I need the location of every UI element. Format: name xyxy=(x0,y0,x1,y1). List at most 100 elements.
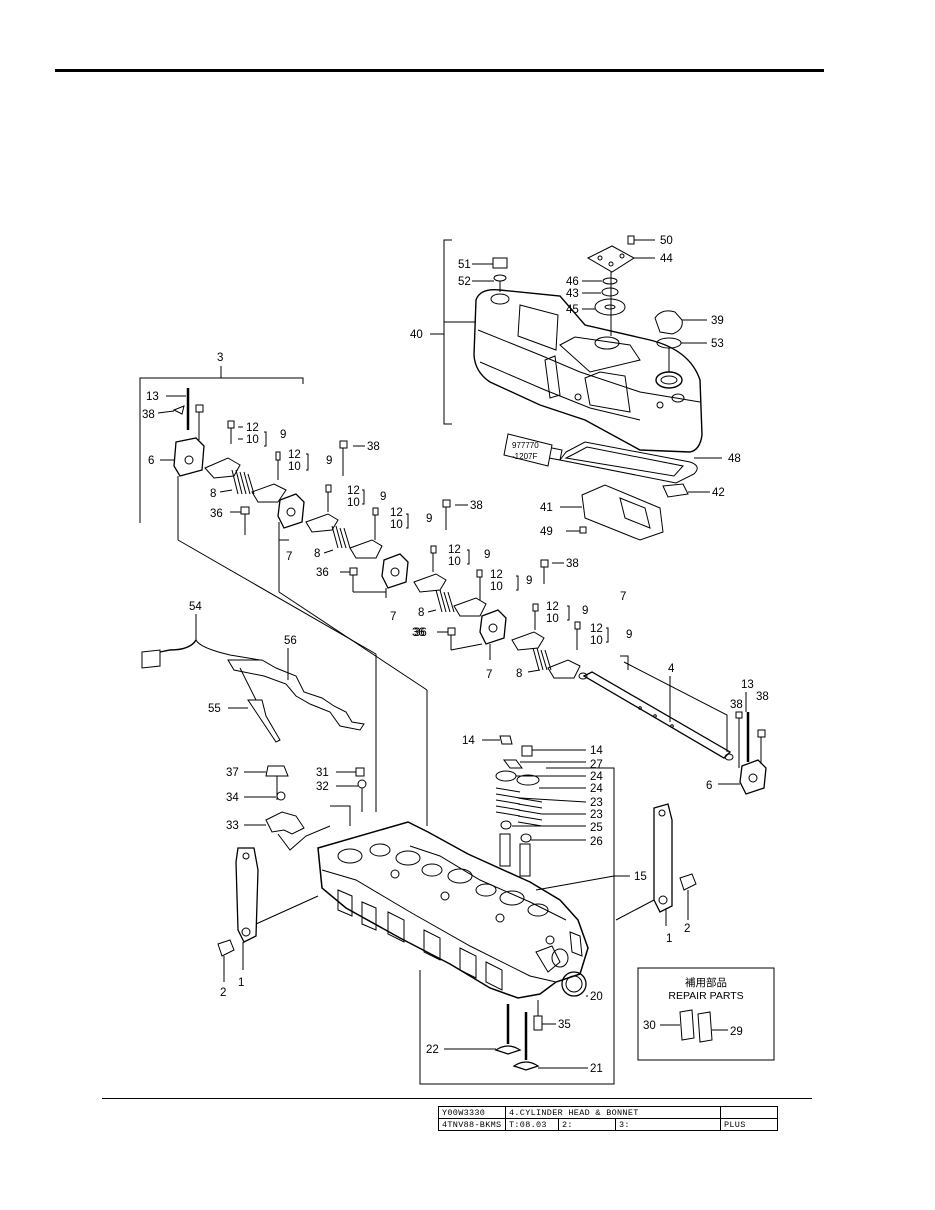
label-23a: 23 xyxy=(590,797,603,809)
label-12a: 12 xyxy=(246,422,259,434)
revision-date: T:08.03 xyxy=(505,1118,559,1131)
washer-34 xyxy=(276,791,286,801)
bracket-33 xyxy=(265,811,305,835)
label-37: 37 xyxy=(226,767,239,779)
rocker-support-6 xyxy=(173,437,205,477)
valve-guide-30 xyxy=(679,1009,695,1041)
label-44: 44 xyxy=(660,253,673,265)
label-10f: 10 xyxy=(490,581,503,593)
label-14a: 14 xyxy=(462,735,475,747)
label-10d: 10 xyxy=(390,519,403,531)
label-30: 30 xyxy=(643,1020,656,1032)
spring-8b xyxy=(331,525,351,549)
top-rule xyxy=(55,69,824,72)
breather-cover xyxy=(586,245,635,273)
title-empty-cell xyxy=(720,1106,778,1119)
label-13a: 13 xyxy=(146,391,159,403)
part-43 xyxy=(601,287,619,297)
label-9a: 9 xyxy=(280,429,286,441)
spring-8c xyxy=(435,589,455,613)
label-38d: 38 xyxy=(566,558,579,570)
bolt-38-a xyxy=(172,405,185,415)
label-1b: 1 xyxy=(666,933,672,945)
label-9b: 9 xyxy=(326,455,332,467)
spring-8a xyxy=(231,469,255,495)
revision-2: 2: xyxy=(558,1118,616,1131)
valve-guide-a xyxy=(499,833,511,867)
label-39: 39 xyxy=(711,315,724,327)
label-10h: 10 xyxy=(590,635,603,647)
label-38b: 38 xyxy=(367,441,380,453)
label-48: 48 xyxy=(728,453,741,465)
rocker-support-7c xyxy=(479,609,507,645)
label-32: 32 xyxy=(316,781,329,793)
label-43: 43 xyxy=(566,288,579,300)
label-51: 51 xyxy=(458,259,471,271)
label-9g: 9 xyxy=(582,605,588,617)
rocker-shaft xyxy=(582,671,732,759)
label-13b: 13 xyxy=(741,679,754,691)
label-12c: 12 xyxy=(347,485,360,497)
lifting-eye-left xyxy=(235,847,259,943)
baffle-plate xyxy=(581,484,664,541)
label-50: 50 xyxy=(660,235,673,247)
plug-51 xyxy=(492,257,508,269)
label-10b: 10 xyxy=(288,461,301,473)
diaphragm-45 xyxy=(594,298,626,316)
label-45: 45 xyxy=(566,304,579,316)
title-block: Y00W3330 4.CYLINDER HEAD & BONNET 4TNV88… xyxy=(438,1106,778,1131)
label-12d: 12 xyxy=(390,507,403,519)
rocker-arm-d xyxy=(349,539,383,559)
sealant-tube-code-2: -1207F xyxy=(512,452,537,461)
part-labels: 3 13 38 6 12 10 9 38 12 10 9 8 36 7 12 1… xyxy=(142,235,769,1075)
bolt-37 xyxy=(265,765,289,777)
label-38f: 38 xyxy=(756,691,769,703)
label-2b: 2 xyxy=(684,923,690,935)
glow-plug-55 xyxy=(247,699,281,743)
cylinder-head-group xyxy=(217,735,697,1085)
engine-model: 4TNV88-BKMS xyxy=(438,1118,506,1131)
drawing-code: Y00W3330 xyxy=(438,1106,506,1119)
label-10e: 10 xyxy=(448,556,461,568)
label-4: 4 xyxy=(668,663,675,675)
harness-wire xyxy=(159,639,197,653)
label-52: 52 xyxy=(458,276,471,288)
label-9d: 9 xyxy=(426,513,432,525)
collet-14a xyxy=(499,735,513,745)
rocker-arm-g xyxy=(511,631,545,651)
label-12e: 12 xyxy=(448,544,461,556)
revision-3: 3: xyxy=(615,1118,721,1131)
label-54: 54 xyxy=(189,601,202,613)
label-35: 35 xyxy=(558,1019,571,1031)
label-36b: 36 xyxy=(316,567,329,579)
label-12f: 12 xyxy=(490,569,503,581)
label-20: 20 xyxy=(590,991,603,1003)
collet-14b xyxy=(521,745,533,757)
bottom-rule xyxy=(102,1098,812,1099)
label-2a: 2 xyxy=(220,987,226,999)
cover-gasket xyxy=(559,441,698,484)
label-8a: 8 xyxy=(210,488,216,500)
label-8b: 8 xyxy=(314,548,320,560)
label-24b: 24 xyxy=(590,783,603,795)
label-8d: 8 xyxy=(516,668,522,680)
label-24a: 24 xyxy=(590,771,603,783)
rocker-arm-group xyxy=(139,366,767,826)
label-7a: 7 xyxy=(286,551,292,563)
oil-filler-cap xyxy=(654,310,683,335)
label-36a: 36 xyxy=(210,508,223,520)
rocker-arm-e xyxy=(413,573,447,593)
label-56: 56 xyxy=(284,635,297,647)
label-6b: 6 xyxy=(706,780,712,792)
repair-box-title-en: REPAIR PARTS xyxy=(668,990,743,1002)
label-42: 42 xyxy=(712,487,725,499)
label-10g: 10 xyxy=(546,613,559,625)
label-25: 25 xyxy=(590,822,603,834)
rocker-support-6b xyxy=(739,759,767,795)
repair-parts-box: 補用部品 REPAIR PARTS xyxy=(637,967,775,1061)
rocker-arm-h xyxy=(547,659,581,679)
seal-20 xyxy=(561,971,587,997)
connector-plate-56 xyxy=(227,659,365,731)
valve-spring-a xyxy=(495,787,521,817)
